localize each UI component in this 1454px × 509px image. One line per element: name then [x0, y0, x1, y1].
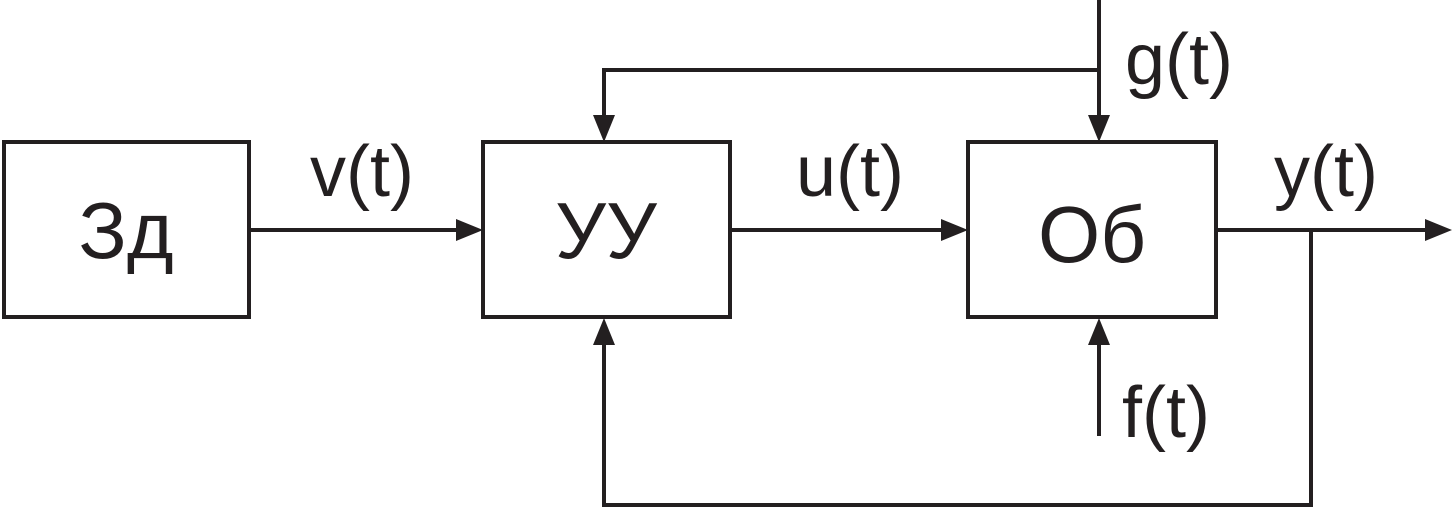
reference-signal: v(t): [251, 132, 483, 241]
reference-signal-label: v(t): [310, 132, 414, 212]
setpoint-block: Зд: [2, 140, 251, 319]
control-arrowhead: [941, 219, 968, 241]
disturbance-f-arrowhead: [1088, 318, 1110, 345]
plant-block-label: Об: [1038, 190, 1146, 279]
setpoint-block-frame: [2, 140, 251, 319]
disturbance-g-branch-arrowhead: [593, 115, 615, 142]
output-arrowhead: [1425, 219, 1452, 241]
feedback-loop: [593, 230, 1313, 507]
disturbance-f-label: f(t): [1122, 373, 1210, 453]
plant-block-frame: [966, 140, 1218, 319]
controller-block-label: УУ: [555, 186, 658, 275]
plant-block: Об: [966, 140, 1218, 319]
disturbance-g-label: g(t): [1125, 20, 1233, 100]
output-signal-label: y(t): [1274, 132, 1378, 212]
output-signal: y(t): [1216, 132, 1452, 241]
control-signal: u(t): [730, 132, 968, 241]
reference-arrowhead: [456, 219, 483, 241]
disturbance-g-arrowhead: [1088, 115, 1110, 142]
setpoint-block-label: Зд: [79, 186, 174, 275]
disturbance-f: f(t): [1088, 318, 1210, 453]
feedback-wire: [602, 230, 1313, 507]
disturbance-g: g(t): [593, 0, 1233, 142]
control-signal-label: u(t): [796, 132, 904, 212]
feedback-arrowhead: [593, 318, 615, 345]
controller-block: УУ: [481, 140, 732, 319]
disturbance-g-branch-wire: [602, 68, 1099, 118]
controller-block-frame: [481, 140, 732, 319]
